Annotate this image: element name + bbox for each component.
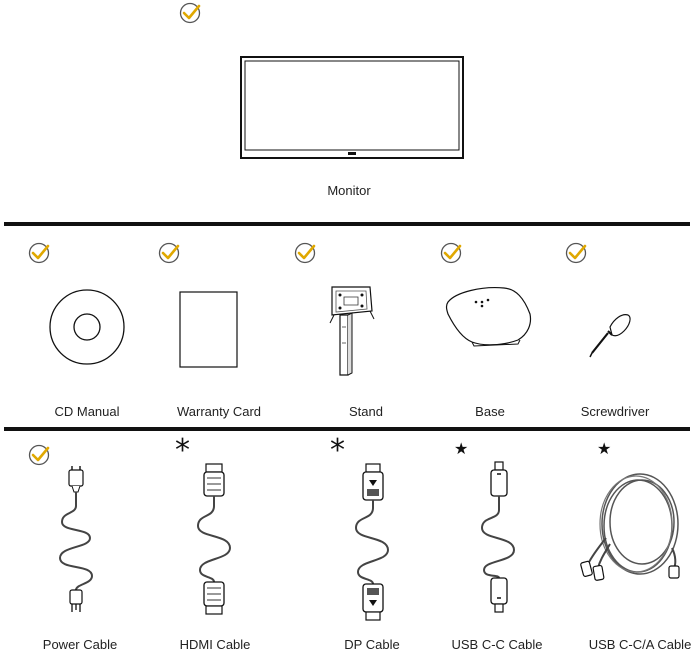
accessory-label-screwdriver: Screwdriver <box>580 404 650 419</box>
optional-mark-large: * <box>330 433 345 468</box>
monitor-illustration <box>240 56 464 159</box>
section-divider <box>4 427 690 431</box>
cd-disc-illustration <box>49 289 125 365</box>
included-check-icon <box>294 242 316 264</box>
optional-mark-small: ★ <box>597 439 612 458</box>
included-check-icon <box>158 242 180 264</box>
accessory-label-base: Base <box>475 404 505 419</box>
included-check-icon <box>179 2 201 24</box>
accessory-label-warranty-card: Warranty Card <box>176 404 262 419</box>
cable-label-hdmi: HDMI Cable <box>179 637 251 652</box>
optional-mark-large: * <box>175 433 190 468</box>
included-check-icon <box>28 242 50 264</box>
power-cable-illustration <box>58 466 94 612</box>
section-divider <box>4 222 690 226</box>
dp-cable-illustration <box>354 463 390 621</box>
screwdriver-icon <box>589 314 631 358</box>
warranty-card-illustration <box>179 291 238 368</box>
included-check-icon <box>440 242 462 264</box>
usb-c-ca-cable-illustration <box>580 473 680 581</box>
cable-label-dp: DP Cable <box>344 637 400 652</box>
optional-mark-small: ★ <box>454 439 469 458</box>
accessory-label-cd-manual: CD Manual <box>54 404 120 419</box>
hdmi-cable-illustration <box>196 463 232 615</box>
included-check-icon <box>565 242 587 264</box>
accessory-label-stand: Stand <box>349 404 383 419</box>
included-check-icon <box>28 444 50 466</box>
cable-label-power: Power Cable <box>42 637 118 652</box>
usb-c-c-cable-illustration <box>480 461 516 613</box>
monitor-label: Monitor <box>327 183 371 198</box>
stand-illustration <box>329 286 375 376</box>
cable-label-usb-c-ca: USB C-C/A Cable <box>588 637 692 652</box>
base-illustration <box>445 287 532 347</box>
cable-label-usb-c-c: USB C-C Cable <box>451 637 543 652</box>
